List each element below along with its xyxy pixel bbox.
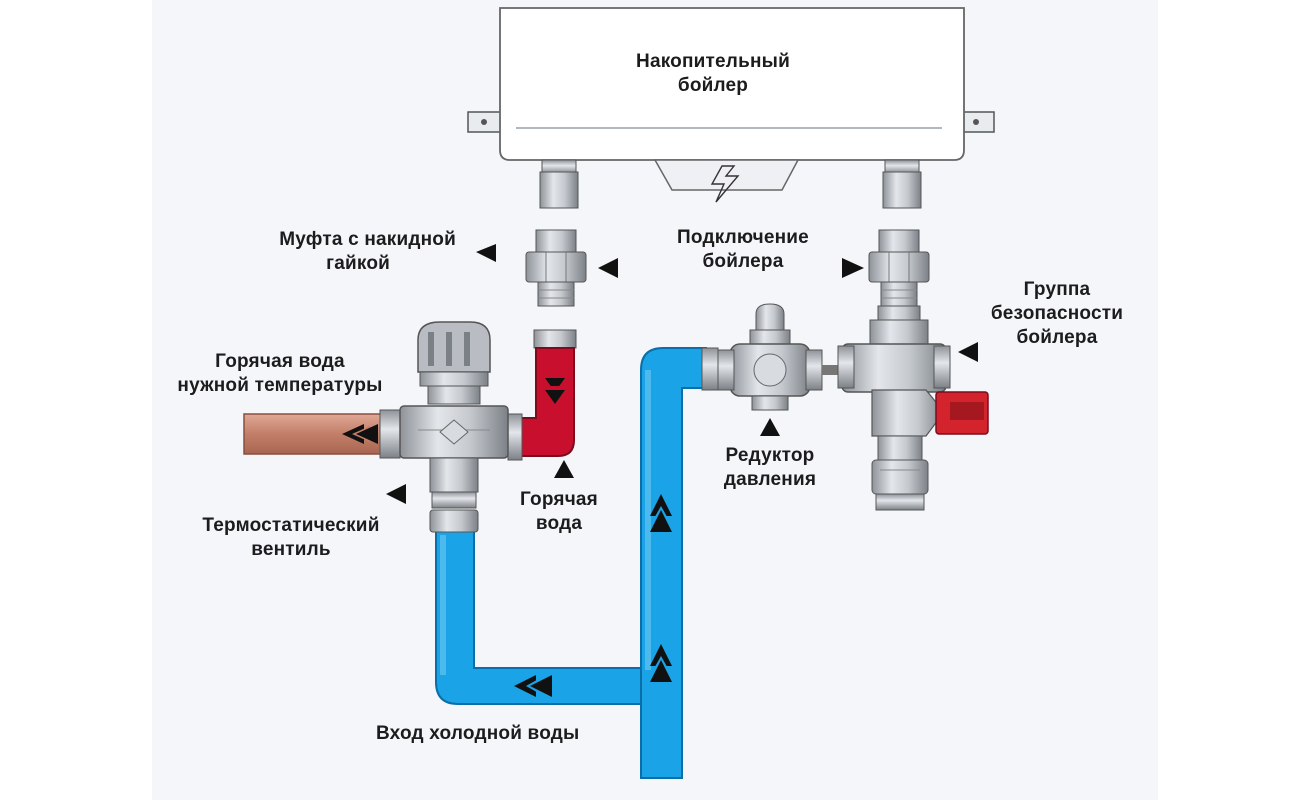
hot-water-label-line-2: вода [535, 513, 583, 534]
boiler-label-line-1: Накопительный [636, 51, 790, 72]
union-coupling-label-line-1: Муфта с накидной [279, 229, 456, 250]
mixed-water-pipe [243, 409, 401, 459]
pressure-reducer-label-line-2: давления [723, 469, 817, 490]
union-coupling-left [525, 229, 587, 307]
union-coupling-right [868, 229, 930, 307]
boiler-label: Накопительный бойлер [610, 50, 816, 98]
thermostatic-valve [399, 321, 509, 533]
thermostatic-valve-label-line-2: вентиль [251, 539, 331, 560]
boiler-connection-label-line-2: бойлера [702, 251, 784, 272]
hot-water-label-line-1: Горячая [520, 489, 598, 510]
boiler-hot-outlet [539, 171, 579, 209]
lightning-bolt-icon [710, 165, 740, 203]
hot-water-label: Горячая вода [504, 488, 614, 536]
safety-group-label: Группа безопасности бойлера [982, 278, 1132, 350]
union-coupling-label-line-2: гайкой [326, 253, 390, 274]
chevron-flow-icon [514, 494, 672, 697]
safety-group-label-line-3: бойлера [1016, 327, 1098, 348]
safety-group-label-line-2: безопасности [990, 303, 1124, 324]
storage-boiler [467, 7, 995, 209]
union-coupling-label: Муфта с накидной гайкой [220, 228, 456, 276]
boiler-body [499, 7, 965, 161]
safety-group-label-line-1: Группа [1023, 279, 1091, 300]
hot-water-temp-label-line-1: Горячая вода [215, 351, 345, 372]
safety-group [837, 305, 989, 511]
hot-water-temp-label: Горячая вода нужной температуры [158, 350, 402, 398]
pressure-reducer-label: Редуктор давления [702, 444, 838, 492]
pressure-reducer [701, 303, 842, 411]
boiler-connection-label: Подключение бойлера [654, 226, 832, 274]
boiler-cold-inlet [882, 171, 922, 209]
boiler-label-line-2: бойлер [677, 75, 749, 96]
hot-water-temp-label-line-2: нужной температуры [177, 375, 383, 396]
hot-water-pipe [507, 329, 577, 461]
boiler-connection-label-line-1: Подключение [677, 227, 809, 248]
triangle-pointer-icon [386, 244, 978, 504]
cold-water-inlet-label: Вход холодной воды [376, 723, 580, 744]
thermostatic-valve-label-line-1: Термостатический [202, 515, 380, 536]
pressure-reducer-label-line-1: Редуктор [725, 445, 815, 466]
thermostatic-valve-label: Термостатический вентиль [186, 514, 396, 562]
